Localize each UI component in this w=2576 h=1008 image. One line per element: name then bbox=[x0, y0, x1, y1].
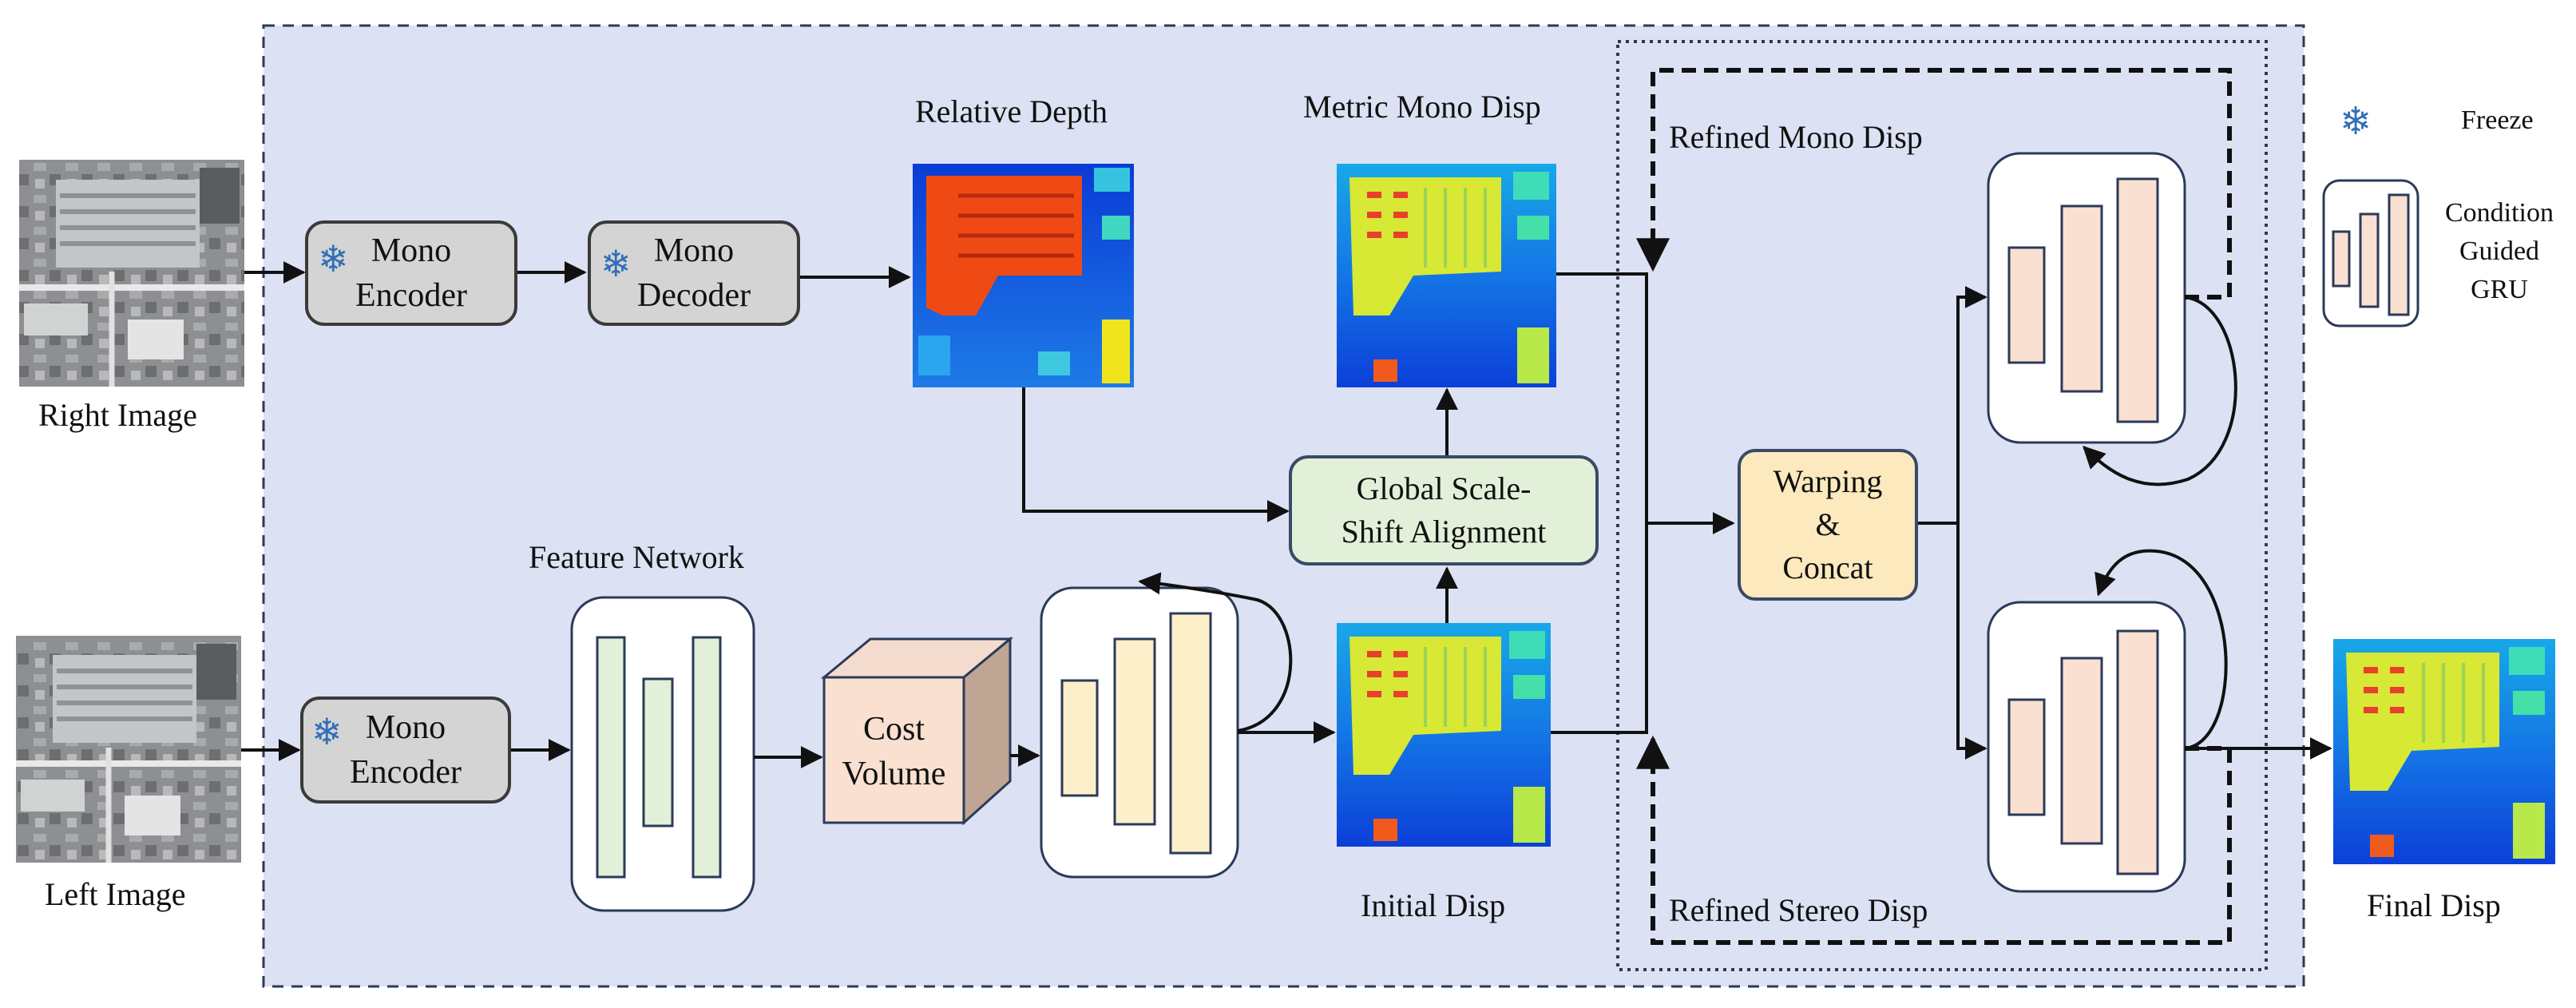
initial-disp-map bbox=[1337, 623, 1551, 847]
mono-encoder-top-line1: Mono bbox=[371, 232, 452, 269]
left-image-label: Left Image bbox=[45, 876, 186, 912]
feature-network-label: Feature Network bbox=[529, 539, 744, 575]
legend-freeze-label: Freeze bbox=[2461, 105, 2534, 135]
warping-concat: Warping & Concat bbox=[1738, 449, 1918, 601]
refined-mono-disp-label: Refined Mono Disp bbox=[1669, 119, 1923, 155]
legend-gru-line1: Condition bbox=[2444, 198, 2554, 228]
cost-volume-cube bbox=[820, 636, 1014, 826]
mono-decoder-line1: Mono bbox=[653, 232, 735, 269]
legend-gru-line2: Guided bbox=[2459, 236, 2540, 266]
right-image-label: Right Image bbox=[38, 397, 197, 433]
mono-decoder-top: ❄ Mono Decoder bbox=[588, 220, 800, 326]
cost-volume-line2: Volume bbox=[842, 756, 946, 792]
refined-stereo-disp-label: Refined Stereo Disp bbox=[1669, 892, 1928, 928]
global-align-line2: Shift Alignment bbox=[1341, 514, 1547, 550]
final-disp-label: Final Disp bbox=[2367, 887, 2501, 923]
relative-depth-map bbox=[913, 164, 1134, 387]
warp-line2: & bbox=[1815, 506, 1841, 542]
feature-network-block bbox=[570, 596, 755, 912]
global-align-line1: Global Scale- bbox=[1356, 470, 1532, 506]
refinement-panel bbox=[1616, 40, 2268, 971]
initial-gru-block bbox=[1040, 586, 1239, 879]
initial-disp-label: Initial Disp bbox=[1361, 887, 1506, 923]
snowflake-icon: ❄ bbox=[600, 242, 632, 285]
cost-volume-text: Cost Volume bbox=[824, 692, 964, 812]
snowflake-icon: ❄ bbox=[318, 237, 349, 280]
mono-encoder-bottom: ❄ Mono Encoder bbox=[300, 696, 511, 804]
mono-encoder-bottom-line1: Mono bbox=[365, 709, 446, 746]
legend-gru-label: Condition Guided GRU bbox=[2427, 192, 2571, 312]
mono-decoder-line2: Decoder bbox=[636, 277, 751, 314]
legend-gru-line3: GRU bbox=[2471, 275, 2528, 304]
global-scale-shift-alignment: Global Scale- Shift Alignment bbox=[1289, 455, 1599, 566]
metric-mono-disp-map bbox=[1337, 164, 1556, 387]
left-image bbox=[16, 636, 241, 863]
warp-line3: Concat bbox=[1782, 550, 1873, 585]
refined-mono-gru-block bbox=[1987, 152, 2186, 444]
metric-mono-disp-label: Metric Mono Disp bbox=[1303, 89, 1541, 125]
warp-line1: Warping bbox=[1773, 463, 1883, 499]
refined-stereo-gru-block bbox=[1987, 601, 2186, 893]
legend-gru-icon bbox=[2322, 179, 2419, 327]
mono-encoder-bottom-line2: Encoder bbox=[350, 754, 462, 791]
final-disp-map bbox=[2333, 639, 2555, 864]
right-image bbox=[19, 160, 244, 387]
mono-encoder-top-line2: Encoder bbox=[355, 277, 467, 314]
snowflake-icon: ❄ bbox=[2340, 99, 2372, 144]
cost-volume-line1: Cost bbox=[862, 711, 925, 748]
relative-depth-label: Relative Depth bbox=[915, 93, 1108, 129]
snowflake-icon: ❄ bbox=[311, 710, 343, 753]
mono-encoder-top: ❄ Mono Encoder bbox=[305, 220, 517, 326]
